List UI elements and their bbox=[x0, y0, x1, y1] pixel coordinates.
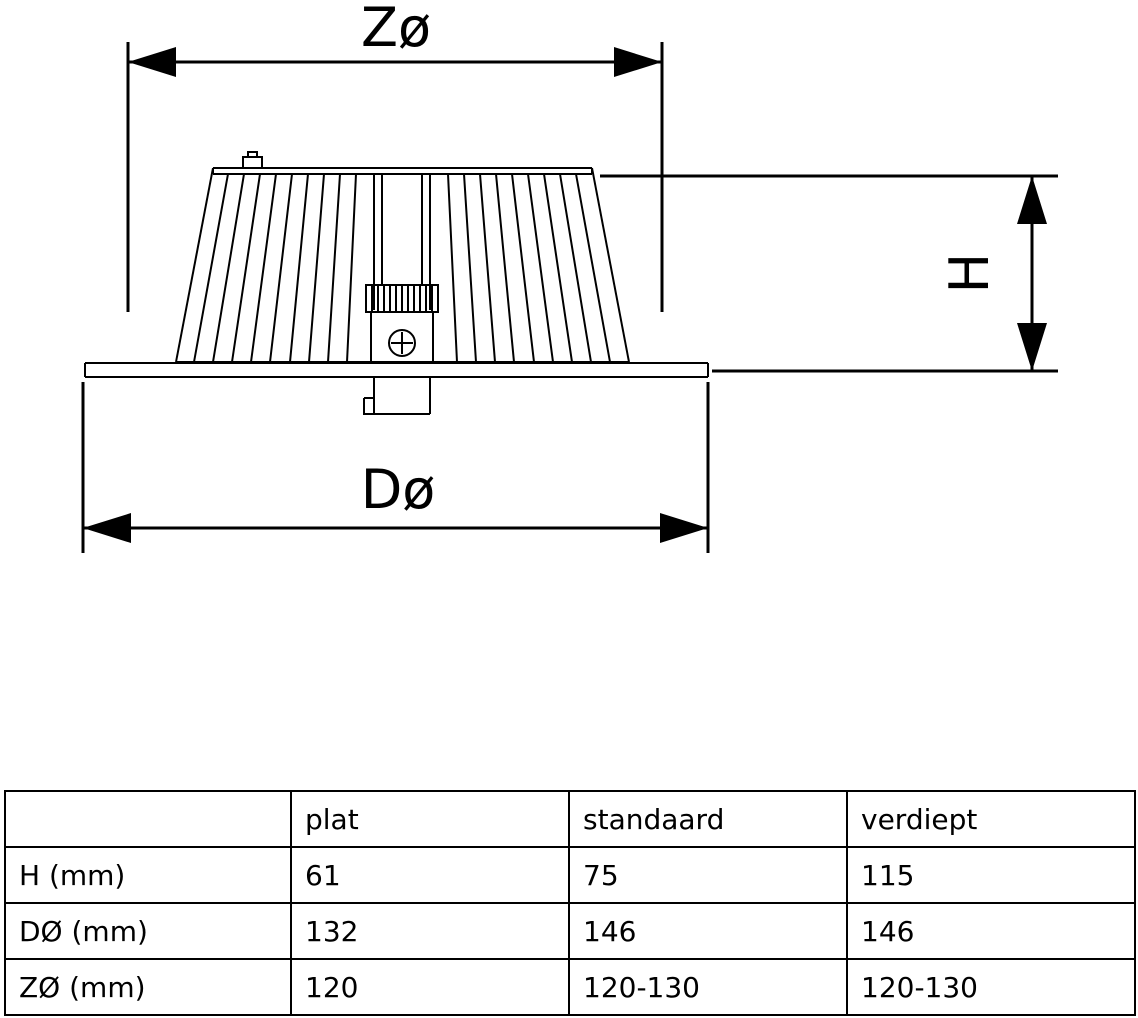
header-standaard: standaard bbox=[568, 790, 848, 848]
heatsink-right-edge bbox=[591, 167, 630, 363]
spec-table: plat standaard verdiept H (mm) 61 75 115… bbox=[4, 790, 1136, 1016]
bracket-foot bbox=[363, 397, 374, 415]
heatsink-top-edge bbox=[213, 167, 592, 175]
fixture-body bbox=[84, 151, 709, 415]
table-row-do: DØ (mm) 132 146 146 bbox=[4, 902, 1136, 960]
cell-h-verdiept: 115 bbox=[846, 846, 1136, 904]
cell-h-standaard: 75 bbox=[568, 846, 848, 904]
do-arrowhead-left bbox=[83, 513, 131, 543]
header-empty bbox=[4, 790, 292, 848]
dimension-h bbox=[600, 174, 1058, 373]
dimension-zo bbox=[126, 42, 664, 312]
cell-do-verdiept: 146 bbox=[846, 902, 1136, 960]
trim-flange bbox=[84, 362, 709, 378]
center-column bbox=[373, 174, 431, 310]
table-row-zo: ZØ (mm) 120 120-130 120-130 bbox=[4, 958, 1136, 1016]
cell-zo-verdiept: 120-130 bbox=[846, 958, 1136, 1016]
table-header-row: plat standaard verdiept bbox=[4, 790, 1136, 848]
row-label-do: DØ (mm) bbox=[4, 902, 292, 960]
zo-arrowhead-right bbox=[614, 47, 662, 77]
table-row-h: H (mm) 61 75 115 bbox=[4, 846, 1136, 904]
zo-arrowhead-left bbox=[128, 47, 176, 77]
row-label-h: H (mm) bbox=[4, 846, 292, 904]
dimension-do bbox=[81, 382, 710, 553]
spring-coil bbox=[365, 284, 439, 313]
downlight-dimension-diagram: Zø bbox=[81, 0, 1058, 553]
zo-dimension-label: Zø bbox=[361, 0, 431, 59]
cell-do-plat: 132 bbox=[290, 902, 570, 960]
heatsink-fins-left bbox=[193, 173, 357, 363]
bracket-lower bbox=[373, 377, 431, 415]
do-dimension-label: Dø bbox=[361, 458, 436, 521]
cell-do-standaard: 146 bbox=[568, 902, 848, 960]
downlight-drawing: Zø bbox=[81, 0, 1058, 553]
do-arrowhead-right bbox=[660, 513, 708, 543]
screw-head-icon bbox=[388, 329, 416, 357]
cell-zo-plat: 120 bbox=[290, 958, 570, 1016]
h-arrowhead-bottom bbox=[1017, 323, 1047, 371]
top-clip-detail bbox=[242, 151, 263, 168]
header-plat: plat bbox=[290, 790, 570, 848]
h-arrowhead-top bbox=[1017, 176, 1047, 224]
center-column-inner bbox=[381, 174, 423, 284]
mounting-bracket bbox=[363, 311, 434, 415]
heatsink-left-edge bbox=[175, 167, 214, 363]
heatsink-fins-right bbox=[447, 173, 611, 363]
row-label-zo: ZØ (mm) bbox=[4, 958, 292, 1016]
h-dimension-label: H bbox=[938, 253, 1001, 294]
header-verdiept: verdiept bbox=[846, 790, 1136, 848]
cell-h-plat: 61 bbox=[290, 846, 570, 904]
cell-zo-standaard: 120-130 bbox=[568, 958, 848, 1016]
